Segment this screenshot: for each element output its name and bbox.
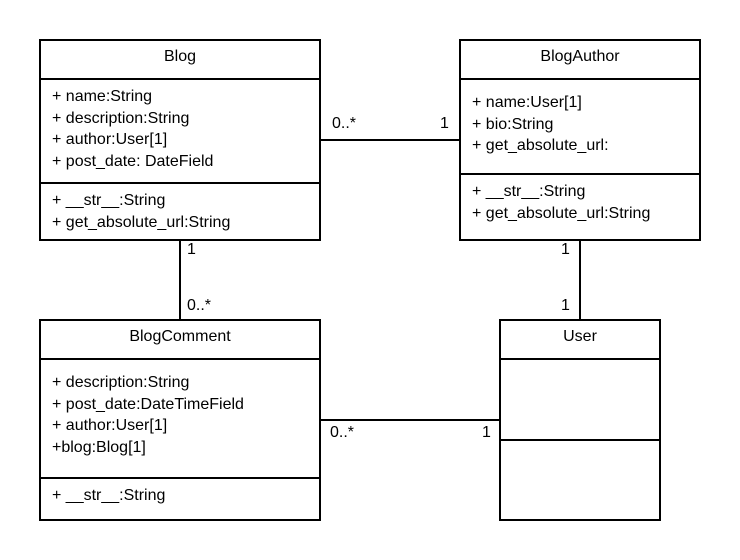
operations-compartment-blog-author: + __str__:String + get_absolute_url:Stri…: [461, 175, 699, 239]
attribute: + post_date:DateTimeField: [52, 395, 244, 413]
multiplicity-author-side: 1: [440, 115, 449, 132]
class-name-blog-comment: BlogComment: [41, 321, 319, 360]
attribute: + author:User[1]: [52, 417, 168, 434]
multiplicity-blog-side: 1: [187, 241, 196, 258]
attribute: + post_date: DateField: [52, 152, 214, 170]
attribute: + get_absolute_url:: [472, 137, 609, 154]
attributes-compartment-blog: + name:String + description:String + aut…: [41, 80, 319, 184]
operation: + get_absolute_url:String: [472, 204, 651, 222]
operation: + __str__:String: [52, 192, 166, 209]
multiplicity-user-side: 1: [482, 424, 491, 441]
operation: + __str__:String: [472, 183, 586, 200]
multiplicity-blog-side: 0..*: [332, 115, 357, 132]
class-blog[interactable]: Blog + name:String + description:String …: [39, 39, 321, 241]
operations-compartment-blog-comment: + __str__:String: [41, 479, 319, 519]
operations-compartment-blog: + __str__:String + get_absolute_url:Stri…: [41, 184, 319, 239]
class-name-blog-author: BlogAuthor: [461, 41, 699, 80]
attribute: + name:String: [52, 88, 153, 105]
attribute: + author:User[1]: [52, 131, 168, 148]
multiplicity-comment-side: 0..*: [187, 297, 212, 314]
class-name-blog: Blog: [41, 41, 319, 80]
attribute: + bio:String: [472, 115, 554, 133]
class-user[interactable]: User: [499, 319, 661, 521]
attribute: + description:String: [52, 109, 190, 127]
attribute: + description:String: [52, 374, 190, 391]
class-blog-author[interactable]: BlogAuthor + name:User[1] + bio:String +…: [459, 39, 701, 241]
attributes-compartment-blog-author: + name:User[1] + bio:String + get_absolu…: [461, 80, 699, 175]
multiplicity-author-side: 1: [561, 241, 570, 258]
class-blog-comment[interactable]: BlogComment + description:String + post_…: [39, 319, 321, 521]
operations-compartment-user: [501, 441, 659, 519]
attribute: +blog:Blog[1]: [52, 438, 146, 456]
attribute: + name:User[1]: [472, 94, 582, 111]
attributes-compartment-blog-comment: + description:String + post_date:DateTim…: [41, 360, 319, 479]
operation: + get_absolute_url:String: [52, 213, 231, 231]
attributes-compartment-user: [501, 360, 659, 441]
class-name-user: User: [501, 321, 659, 360]
multiplicity-user-side: 1: [561, 297, 570, 314]
multiplicity-comment-side: 0..*: [330, 424, 355, 441]
operation: + __str__:String: [52, 487, 166, 504]
